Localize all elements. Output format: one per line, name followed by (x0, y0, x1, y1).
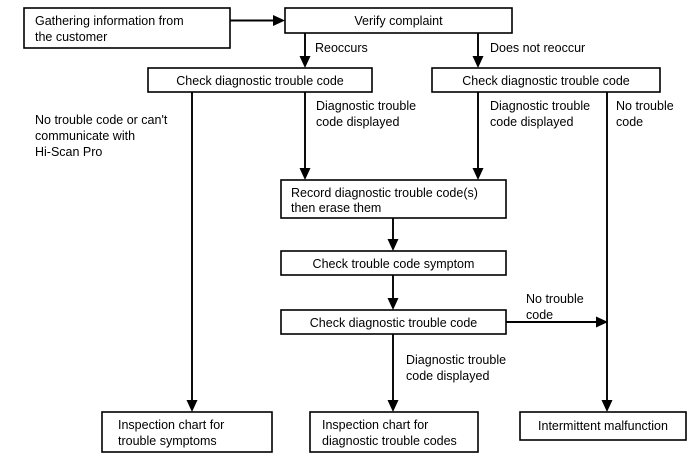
node-check-left-label: Check diagnostic trouble code (176, 74, 344, 88)
edge-check-left-to-record (299, 92, 311, 180)
edge-label-dtc-bottom-line1: Diagnostic trouble (406, 353, 506, 367)
edge-label-dtc-left-line1: Diagnostic trouble (316, 99, 416, 113)
node-gathering-information[interactable]: Gathering information from the customer (23, 7, 231, 49)
node-record-line2: then erase them (291, 201, 381, 215)
node-out-codes-line2: diagnostic trouble codes (322, 434, 457, 448)
edge-label-dtc-right-line1: Diagnostic trouble (490, 99, 590, 113)
edge-label-no-trouble-code-middle: No trouble code (526, 292, 584, 322)
node-symptom-label: Check trouble code symptom (313, 257, 475, 271)
node-check-trouble-code-symptom[interactable]: Check trouble code symptom (280, 250, 507, 276)
edge-check-left-to-inspection-symptoms (186, 92, 198, 412)
node-record-trouble-codes[interactable]: Record diagnostic trouble code(s) then e… (280, 179, 507, 219)
node-check-diagnostic-trouble-code-left[interactable]: Check diagnostic trouble code (147, 67, 373, 93)
edge-label-ntc-mid-line2: code (526, 308, 553, 322)
edge-label-no-code-line1: No trouble code or can't (35, 113, 168, 127)
edge-label-ntc-right-line2: code (616, 115, 643, 129)
node-out-symptoms-line1: Inspection chart for (118, 418, 224, 432)
edge-label-reoccurs: Reoccurs (315, 41, 368, 55)
edge-label-ntc-mid-line1: No trouble (526, 292, 584, 306)
node-check-diagnostic-trouble-code-middle[interactable]: Check diagnostic trouble code (280, 309, 507, 335)
edge-check-mid-to-inspection-codes (387, 334, 399, 412)
node-gathering-line2: the customer (35, 30, 107, 44)
edge-label-dtc-right-line2: code displayed (490, 115, 573, 129)
node-check-right-label: Check diagnostic trouble code (462, 74, 630, 88)
edge-label-no-code-line2: communicate with (35, 129, 135, 143)
node-out-symptoms-line2: trouble symptoms (118, 434, 217, 448)
edge-label-dtc-displayed-left: Diagnostic trouble code displayed (316, 99, 416, 129)
edge-record-to-symptom (387, 218, 399, 251)
edge-symptom-to-check-mid (387, 275, 399, 310)
node-out-intermittent-label: Intermittent malfunction (538, 419, 668, 433)
edge-label-no-code-or-cant-communicate: No trouble code or can't communicate wit… (35, 113, 168, 159)
edge-label-dtc-bottom-line2: code displayed (406, 369, 489, 383)
node-out-codes-line1: Inspection chart for (322, 418, 428, 432)
edge-label-dtc-displayed-right: Diagnostic trouble code displayed (490, 99, 590, 129)
edge-label-ntc-right-line1: No trouble (616, 99, 674, 113)
node-check-diagnostic-trouble-code-right[interactable]: Check diagnostic trouble code (431, 67, 661, 93)
edge-label-does-not-reoccur: Does not reoccur (490, 41, 585, 55)
edge-label-dtc-displayed-bottom: Diagnostic trouble code displayed (406, 353, 506, 383)
node-inspection-chart-diagnostic-codes[interactable]: Inspection chart for diagnostic trouble … (309, 411, 479, 453)
edge-check-right-to-record (472, 92, 484, 180)
edge-verify-to-check-left (299, 33, 311, 68)
edge-label-dtc-left-line2: code displayed (316, 115, 399, 129)
node-verify-complaint[interactable]: Verify complaint (284, 7, 513, 34)
node-check-mid-label: Check diagnostic trouble code (310, 316, 478, 330)
edge-label-no-code-line3: Hi-Scan Pro (35, 145, 102, 159)
node-verify-label: Verify complaint (354, 14, 443, 28)
node-inspection-chart-trouble-symptoms[interactable]: Inspection chart for trouble symptoms (101, 411, 273, 453)
edge-label-no-trouble-code-right: No trouble code (616, 99, 674, 129)
edge-verify-to-check-right (472, 33, 484, 68)
edge-gathering-to-verify (230, 15, 285, 26)
node-record-line1: Record diagnostic trouble code(s) (291, 186, 478, 200)
node-gathering-line1: Gathering information from (35, 14, 184, 28)
edge-check-right-to-intermittent (601, 92, 613, 412)
edge-check-mid-to-intermittent (506, 316, 608, 328)
node-intermittent-malfunction[interactable]: Intermittent malfunction (519, 411, 687, 441)
